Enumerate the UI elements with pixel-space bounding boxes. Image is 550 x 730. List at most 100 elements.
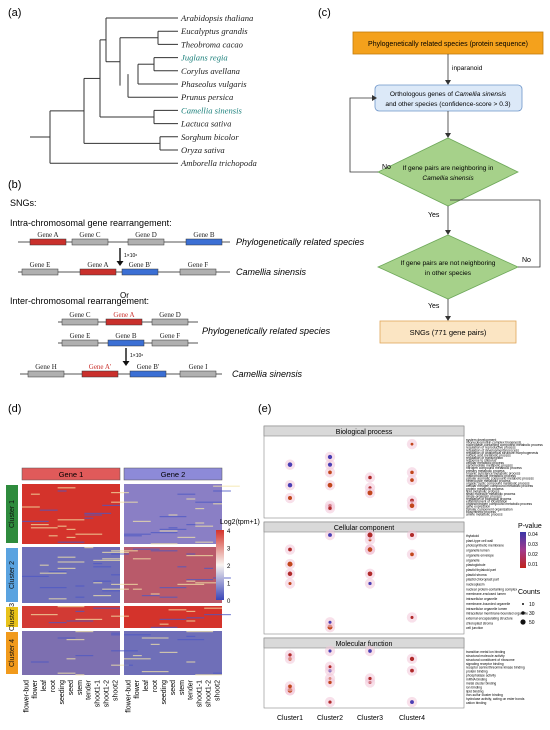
heatmap-streak: [75, 655, 94, 657]
enrich-dot: [368, 649, 372, 653]
heatmap-streak: [186, 617, 205, 619]
enrich-xlabel: Cluster4: [399, 715, 425, 722]
heatmap-streak: [75, 533, 103, 535]
heatmap-streak: [186, 610, 196, 612]
gene-block: [29, 238, 67, 246]
gene-label: Gene F: [160, 332, 181, 340]
go-term-label: regulation of anatomical structure morph…: [466, 451, 539, 455]
go-term-label: nitrogen compound metabolic process: [466, 466, 522, 470]
gene-block: [61, 339, 99, 347]
go-term-label: organonitrogen compound metabolic proces…: [466, 502, 532, 506]
heatmap-streak: [124, 535, 142, 537]
heatmap-streak: [102, 588, 129, 590]
heatmap-xlabel: root: [152, 680, 159, 692]
heatmap-streak: [141, 671, 169, 673]
enrich-dot: [410, 442, 414, 446]
heatmap-streak: [213, 485, 240, 487]
panel-label-c: (c): [318, 7, 331, 19]
flow-ortho-line1: Orthologous genes of Camellia sinensis: [390, 91, 507, 98]
flow-decision-1: [377, 137, 519, 207]
go-term-label: nucleoplasm: [466, 583, 485, 587]
gene-block: [151, 339, 189, 347]
go-term-label: amine metabolic process: [466, 512, 503, 516]
species-row-label: Camellia sinensis: [232, 369, 303, 379]
enrich-dot: [410, 668, 414, 673]
gene-block: [185, 238, 223, 246]
species-label: Lactuca sativa: [180, 119, 231, 129]
heatmap-legend-title: Log2(tpm+1): [220, 519, 260, 526]
scale-label: 1×10⁶: [130, 353, 143, 359]
flow-inparanoid: inparanoid: [452, 65, 483, 72]
species-label: Amborella trichopoda: [180, 158, 257, 168]
heatmap-colorbar: [216, 530, 224, 600]
go-term-label: cellular metabolic process: [466, 461, 504, 465]
go-term-label: single-organism process: [466, 494, 502, 498]
heatmap-streak: [159, 623, 169, 625]
counts-legend-dot: [521, 611, 525, 615]
heatmap-block-gene1: [22, 606, 120, 628]
species-label: Prunus persica: [180, 92, 233, 102]
go-term-label: cation binding: [466, 701, 487, 705]
pvalue-legend-title: P-value: [518, 523, 542, 530]
flow-no-1: No: [382, 164, 391, 171]
heatmap-streak: [75, 596, 85, 598]
enrich-dot: [328, 533, 332, 537]
heatmap-streak: [75, 610, 85, 612]
go-term-label: receptor serine/threonine kinase binding: [466, 666, 525, 670]
panel-label-d: (d): [8, 403, 21, 415]
flow-start-text: Phylogenetically related species (protei…: [368, 41, 528, 48]
gene-label: Gene E: [30, 261, 51, 269]
pvalue-tick: 0.02: [528, 552, 538, 558]
go-term-label: signaling receptor binding: [466, 662, 504, 666]
gene1-header-label: Gene 1: [59, 470, 84, 479]
gene-block: [129, 370, 167, 378]
go-term-label: small molecule metabolic process: [466, 492, 516, 496]
heatmap-xlabel: flower-bud: [125, 680, 132, 713]
go-term-label: regulation of reproductive process: [466, 446, 516, 450]
species-label: Eucalyptus grandis: [180, 26, 248, 36]
cluster-label: Cluster 3: [9, 603, 16, 631]
flow-q1-line2: Camellia sinensis: [422, 175, 474, 182]
go-term-label: establishment of localization: [466, 500, 507, 504]
go-term-label: plastid thylakoid part: [466, 568, 496, 572]
go-term-label: lipid metabolic process: [466, 489, 500, 493]
cluster-sidebar: [6, 548, 18, 602]
enrich-section-frame: [263, 521, 465, 635]
go-term-label: macromolecule metabolic process: [466, 474, 516, 478]
flow-no-2: No: [522, 257, 531, 264]
heatmap-streak: [39, 587, 67, 589]
enrich-dot: [328, 506, 332, 511]
enrich-dot: [288, 684, 292, 689]
heatmap-streak: [195, 525, 214, 527]
species-label: Arabidopsis thaliana: [180, 13, 253, 23]
heatmap-streak: [124, 634, 151, 636]
species-label: Theobroma cacao: [181, 39, 244, 49]
panel-label-b: (b): [8, 179, 21, 191]
heatmap-streak: [84, 514, 103, 516]
heatmap-streak: [57, 606, 85, 608]
go-term-label: biosynthetic process: [466, 510, 496, 514]
go-term-label: organic cyclic compound metabolic proces…: [466, 482, 530, 486]
heatmap-streak: [93, 595, 112, 597]
go-term-label: nucleobase-containing compound metabolic…: [466, 443, 543, 447]
gene-block: [107, 339, 145, 347]
heatmap-block-gene2: [124, 547, 222, 603]
heatmap-streak: [111, 550, 138, 552]
heatmap-streak: [141, 637, 169, 639]
gene-block: [71, 238, 109, 246]
counts-tick: 50: [529, 620, 535, 626]
heatmap-streak: [111, 634, 120, 636]
heatmap-streak: [57, 519, 85, 521]
heatmap-streak: [213, 503, 222, 505]
heatmap-streak: [132, 655, 142, 657]
counts-tick: 30: [529, 611, 535, 617]
enrich-dot: [288, 496, 292, 501]
enrich-dot: [327, 462, 333, 467]
enrich-dot: [287, 561, 293, 567]
heatmap-streak: [30, 524, 49, 526]
go-term-label: transition metal ion binding: [466, 650, 505, 654]
heatmap-streak: [39, 572, 67, 574]
enrich-dot: [410, 615, 414, 619]
heatmap-streak: [159, 530, 178, 532]
heatmap-streak: [66, 658, 76, 660]
